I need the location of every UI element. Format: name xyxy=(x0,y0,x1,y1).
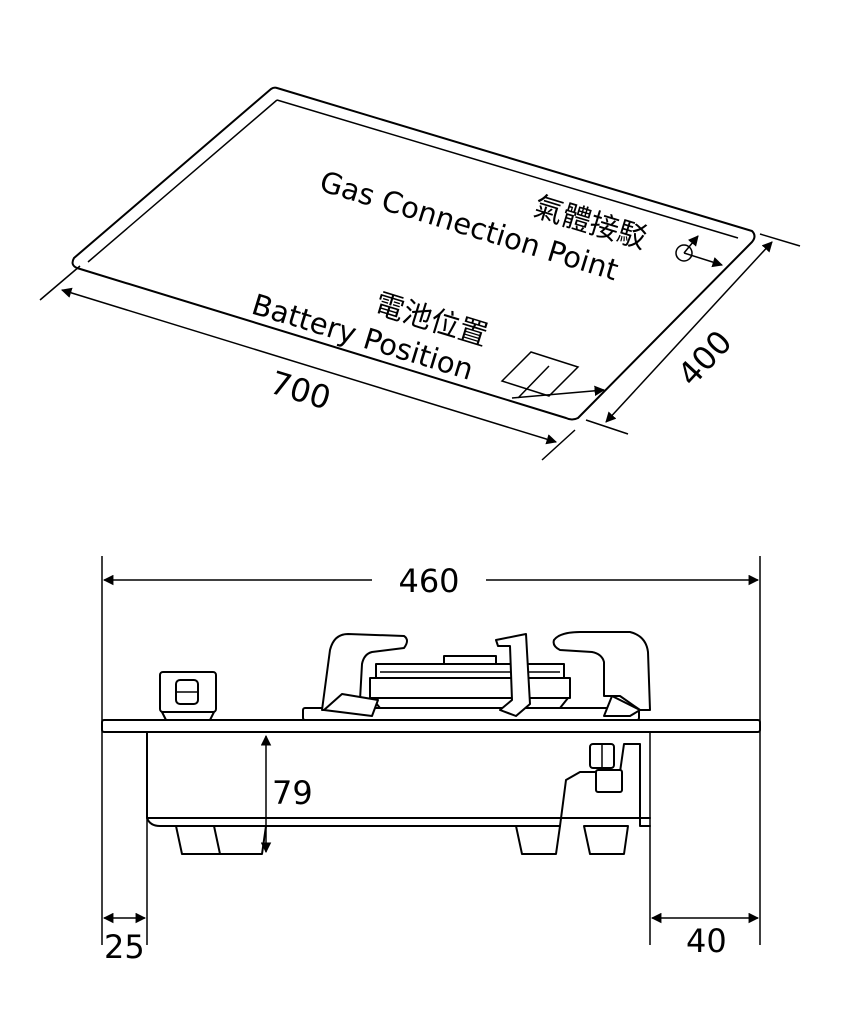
dim-40-label: 40 xyxy=(686,922,727,960)
gas-connection-symbol xyxy=(675,235,724,268)
front-view: 460 xyxy=(101,556,761,966)
dim-400-label: 400 xyxy=(670,323,739,394)
dim-460-label: 460 xyxy=(398,562,459,600)
dim-25-label: 25 xyxy=(104,928,145,966)
top-view: 700 400 氣體接駁 Gas Connection Point 電池位置 B… xyxy=(39,86,801,461)
cooker-body xyxy=(146,731,651,855)
dimension-700: 700 xyxy=(39,265,576,461)
dim-79-label: 79 xyxy=(272,774,313,812)
glass-top-plate xyxy=(101,719,761,733)
dimension-40: 40 xyxy=(650,912,760,960)
cutout-bevel xyxy=(87,99,739,263)
control-knob xyxy=(159,671,217,721)
dimension-25: 25 xyxy=(102,912,147,966)
cutout-outline xyxy=(71,86,756,421)
dimension-79: 79 xyxy=(260,734,313,854)
battery-position-symbol xyxy=(500,351,604,398)
dimension-460: 460 xyxy=(102,562,760,600)
burner-assembly xyxy=(302,631,651,721)
